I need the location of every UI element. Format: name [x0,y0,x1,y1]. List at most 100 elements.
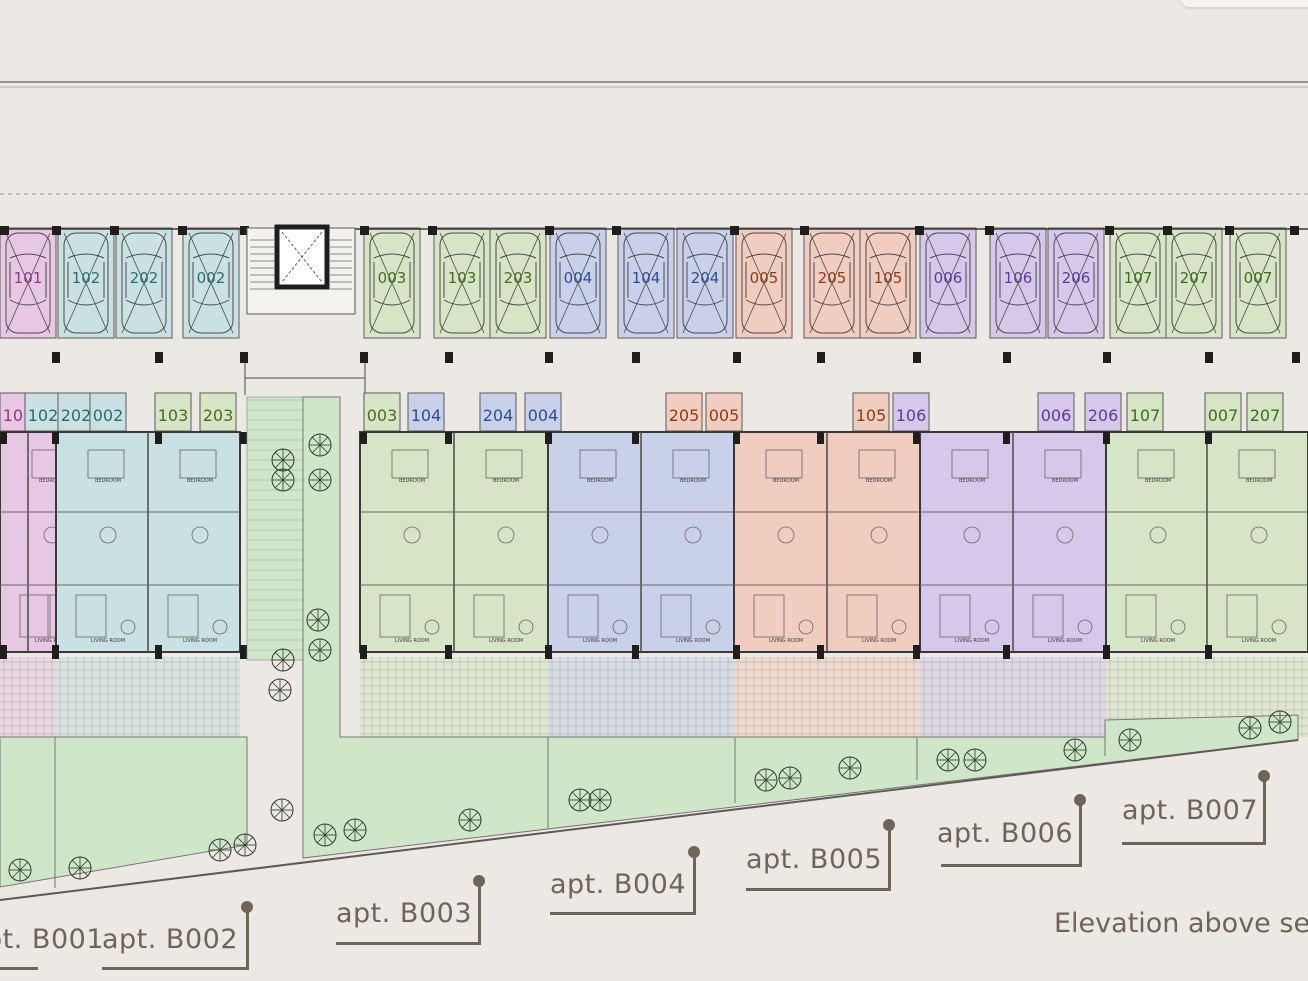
column [1205,432,1212,444]
callout-underline [102,967,248,970]
site-boundary [0,81,1308,195]
bed-icon [391,449,429,479]
column [445,432,452,444]
tree-leaf [19,861,29,871]
tree-icon [778,766,802,790]
storage-label: 002 [93,406,124,425]
tree-leaf [841,767,851,777]
column [545,432,552,444]
storage-label: 204 [483,406,514,425]
tree-leaf [1271,721,1281,731]
parking-label: 205 [818,269,847,287]
column [733,432,740,444]
car-detail [869,253,907,306]
tree-leaf [316,826,326,836]
parking-space: 205 [803,227,861,339]
car-diagonal [682,232,728,334]
storage-box [154,392,192,432]
room-label: LIVING ROOM [676,638,710,644]
bed-icon [1238,449,1276,479]
tree-icon [271,448,295,472]
car-diagonal [865,232,911,334]
storage-label: 005 [709,406,740,425]
tree-leaf [1241,727,1251,737]
parking-space: 102 [57,227,115,339]
tree-leaf [19,869,29,879]
parking-space: 002 [182,227,240,339]
tree-leaf [789,777,799,787]
column [733,352,741,363]
storage-unit: 207 [1246,392,1284,432]
car-detail [999,253,1037,306]
car-diagonal [925,232,971,334]
wall-column [985,226,994,235]
tree-leaf [571,799,581,809]
callout-leader [478,881,481,945]
storage-unit: 002 [89,392,127,432]
bed-icon [765,449,803,479]
tree-leaf [1121,739,1131,749]
chair-icon [518,619,534,635]
stair-core [246,224,356,315]
chair-icon [705,619,721,635]
tree-leaf [219,849,229,859]
column [445,352,453,363]
table-icon [99,526,117,544]
car-icon [5,232,51,334]
tree-leaf [273,809,283,819]
parking-label: 106 [1004,269,1033,287]
column [733,645,740,659]
tree-icon [936,748,960,772]
table-icon [963,526,981,544]
car-diagonal [495,232,541,334]
car-icon [1171,232,1217,334]
column [817,352,825,363]
chair-icon [984,619,1000,635]
tree-leaf [324,826,334,836]
tree-leaf [211,849,221,859]
room-label: BEDROOM [680,478,706,484]
column [52,645,59,659]
tree-icon [271,468,295,492]
storage-unit: 107 [1126,392,1164,432]
tree-leaf [1074,749,1084,759]
column [155,645,162,659]
column [913,352,921,363]
car-icon [1235,232,1281,334]
car-diagonal [809,232,855,334]
tree-leaf [11,869,21,879]
storage-unit: 203 [199,392,237,432]
storage-label: 206 [1088,406,1119,425]
tree-leaf [841,759,851,769]
storage-box [1084,392,1122,432]
tree-leaf [974,751,984,761]
parking-space: 004 [549,227,607,339]
chair-icon [424,619,440,635]
room-label: BEDROOM [399,478,425,484]
wall-column [915,226,924,235]
sofa-icon [753,594,785,638]
wall-column [360,226,369,235]
column [240,432,247,444]
car-icon [995,232,1041,334]
tree-leaf [461,819,471,829]
tree-leaf [282,651,292,661]
car-diagonal [1235,232,1281,334]
room-label: LIVING ROOM [183,638,217,644]
room-label: LIVING ROOM [955,638,989,644]
tree-leaf [311,471,321,481]
tree-icon [1238,716,1262,740]
car-diagonal [623,232,669,334]
parking-space: 007 [1229,227,1287,339]
tree-leaf [309,611,319,621]
column [817,432,824,444]
callout-leader [246,907,249,970]
tree-icon [313,823,337,847]
wall-column [545,226,554,235]
chair-icon [212,619,228,635]
tree-icon [308,468,332,492]
tree-leaf [599,799,609,809]
top-right-card [1180,0,1308,7]
